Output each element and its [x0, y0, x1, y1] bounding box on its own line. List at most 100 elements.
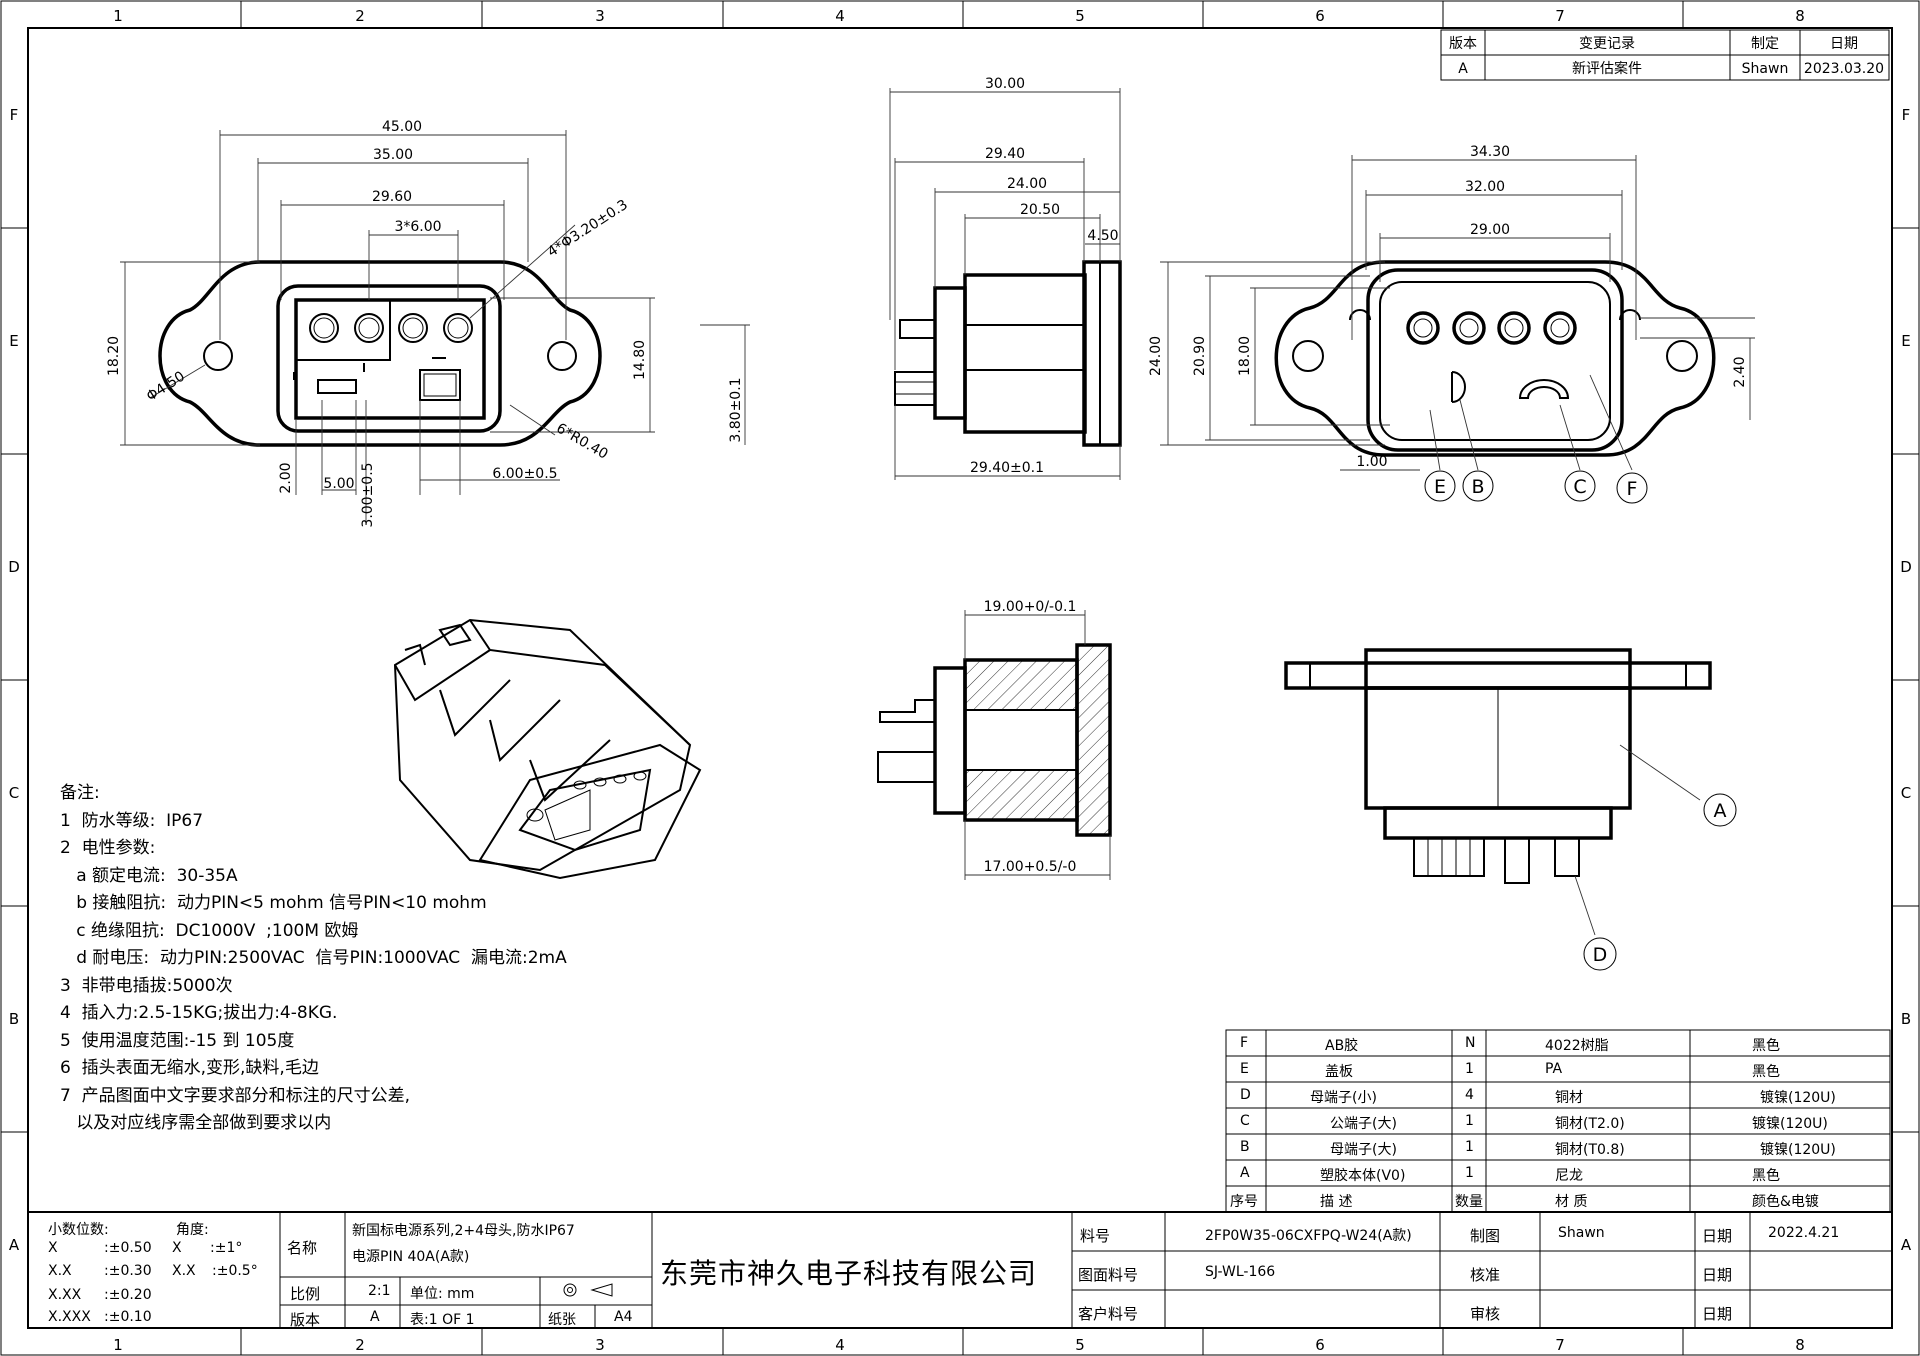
- row-label-C: C: [9, 784, 19, 802]
- drawing-no-label: 图面料号: [1078, 1266, 1139, 1284]
- tol-value: :±0.20: [104, 1287, 152, 1303]
- col-label-7: 7: [1555, 7, 1565, 25]
- dim-r-240: 2.40: [1732, 356, 1748, 387]
- review-label: 审核: [1470, 1305, 1501, 1323]
- ang-value: :±0.5°: [212, 1263, 258, 1279]
- dim-sec-top: 19.00+0/-0.1: [984, 599, 1077, 615]
- draw-value: Shawn: [1558, 1225, 1605, 1241]
- bom-cell: 1: [1465, 1139, 1474, 1155]
- col-label-2b: 2: [355, 1336, 365, 1354]
- col-label-8: 8: [1795, 7, 1805, 25]
- bom-cell: 镀镍(120U): [1760, 1090, 1836, 1106]
- note-line: a 额定电流: 30-35A: [60, 865, 238, 886]
- ang-key: X: [172, 1240, 182, 1256]
- callout-B: B: [1471, 476, 1484, 498]
- rev-header-author: 制定: [1751, 36, 1779, 52]
- scale-value: 2:1: [368, 1283, 391, 1299]
- note-line: 1 防水等级: IP67: [60, 810, 204, 831]
- note-line: b 接触阻抗: 动力PIN<5 mohm 信号PIN<10 mohm: [60, 893, 487, 913]
- part-no-value: 2FP0W35-06CXFPQ-W24(A款): [1205, 1228, 1412, 1244]
- bom-cell: E: [1240, 1061, 1249, 1077]
- bom-cell: 母端子(小): [1310, 1090, 1377, 1106]
- note-line: 以及对应线序需全部做到要求以内: [60, 1113, 332, 1133]
- bom-cell: D: [1240, 1087, 1251, 1103]
- bom-cell: F: [1240, 1035, 1249, 1051]
- row-label-A-r: A: [1901, 1236, 1912, 1254]
- tol-value: :±0.30: [104, 1263, 152, 1279]
- bom-cell: 铜材(T0.8): [1555, 1142, 1625, 1158]
- bom-cell: 1: [1465, 1165, 1474, 1181]
- paper-value: A4: [614, 1309, 633, 1325]
- dim-35: 35.00: [373, 147, 413, 163]
- dim-r-32: 32.00: [1465, 179, 1505, 195]
- bom-cell: 母端子(大): [1330, 1142, 1397, 1158]
- bom-cell: 铜材(T2.0): [1555, 1116, 1625, 1132]
- tol-key: X.XX: [48, 1287, 82, 1303]
- bom-cell: 镀镍(120U): [1752, 1116, 1828, 1132]
- dim-600: 6.00±0.5: [492, 466, 557, 482]
- row-label-E: E: [9, 332, 18, 350]
- bom-cell: 公端子(大): [1330, 1116, 1397, 1132]
- dim-45: 45.00: [382, 119, 422, 135]
- bom-cell: 黑色: [1752, 1064, 1780, 1080]
- tolerance-title: 小数位数:: [48, 1222, 109, 1238]
- bom-cell: 塑胶本体(V0): [1320, 1168, 1406, 1184]
- name-label: 名称: [287, 1239, 318, 1257]
- col-label-6: 6: [1315, 7, 1325, 25]
- col-label-7b: 7: [1555, 1336, 1565, 1354]
- dim-2960: 29.60: [372, 189, 412, 205]
- dim-1820: 18.20: [106, 336, 122, 376]
- dim-300: 3.00±0.5: [360, 462, 376, 527]
- bom-cell: 4: [1465, 1087, 1474, 1103]
- note-line: c 绝缘阻抗: DC1000V ;100M 欧姆: [60, 920, 359, 941]
- bom-header: 序号: [1230, 1194, 1258, 1210]
- bom-cell: 黑色: [1752, 1168, 1780, 1184]
- check-label: 核准: [1470, 1266, 1501, 1284]
- zone-labels: 1 2 3 4 5 6 7 8 1 2 3 4 5 6 7 8 F E D C …: [8, 7, 1912, 1354]
- dim-side-450: 4.50: [1087, 228, 1118, 244]
- dim-side-2940: 29.40: [985, 146, 1025, 162]
- bom-cell: 铜材: [1555, 1090, 1583, 1106]
- name-value-1: 新国标电源系列,2+4母头,防水IP67: [352, 1223, 575, 1239]
- tol-key: X: [48, 1240, 58, 1256]
- dim-side-bottom: 29.40±0.1: [970, 460, 1044, 476]
- bom-cell: PA: [1545, 1061, 1563, 1077]
- note-line: 7 产品图面中文字要求部分和标注的尺寸公差,: [60, 1085, 411, 1106]
- notes-title: 备注:: [60, 783, 100, 803]
- bom-cell: N: [1465, 1035, 1476, 1051]
- bom-header: 描 述: [1320, 1194, 1353, 1210]
- col-label-2: 2: [355, 7, 365, 25]
- dim-side-2050: 20.50: [1020, 202, 1060, 218]
- rev-header-date: 日期: [1830, 36, 1858, 52]
- side-view: 30.00 29.40 24.00 20.50 4.50 29.40±0.1: [889, 76, 1122, 480]
- dim-r-18: 18.00: [1237, 336, 1253, 376]
- col-label-1b: 1: [113, 1336, 123, 1354]
- right-front-view: 34.30 32.00 29.00 24.00 20.90 18.00 2.40…: [1148, 144, 1755, 504]
- dim-side-30: 30.00: [985, 76, 1025, 92]
- callout-E: E: [1434, 476, 1446, 498]
- bom-cell: AB胶: [1325, 1038, 1359, 1054]
- col-label-3: 3: [595, 7, 605, 25]
- sheet-label: 表:1 OF 1: [410, 1312, 475, 1328]
- scale-label: 比例: [290, 1285, 321, 1303]
- callout-D: D: [1593, 944, 1608, 966]
- bom-cell: 4022树脂: [1545, 1038, 1609, 1054]
- unit-label: 单位: mm: [410, 1286, 475, 1302]
- row-label-A: A: [9, 1236, 20, 1254]
- company-name: 东莞市神久电子科技有限公司: [660, 1257, 1038, 1290]
- date-label: 日期: [1702, 1227, 1733, 1245]
- date-label-2: 日期: [1702, 1266, 1733, 1284]
- note-line: 5 使用温度范围:-15 到 105度: [60, 1030, 295, 1051]
- front-view: 45.00 35.00 29.60 3*6.00 4*Φ3.20±0.3 18.…: [106, 119, 750, 528]
- revision-table: 版本 变更记录 制定 日期 A 新评估案件 Shawn 2023.03.20: [1440, 29, 1890, 81]
- row-label-C-r: C: [1901, 784, 1911, 802]
- part-no-label: 料号: [1080, 1227, 1111, 1245]
- bom-cell: 黑色: [1752, 1038, 1780, 1054]
- tol-value: :±0.50: [104, 1240, 152, 1256]
- callout-A: A: [1714, 800, 1727, 822]
- bom-cell: 1: [1465, 1113, 1474, 1129]
- col-label-5: 5: [1075, 7, 1085, 25]
- inner-frame: [27, 27, 1893, 1329]
